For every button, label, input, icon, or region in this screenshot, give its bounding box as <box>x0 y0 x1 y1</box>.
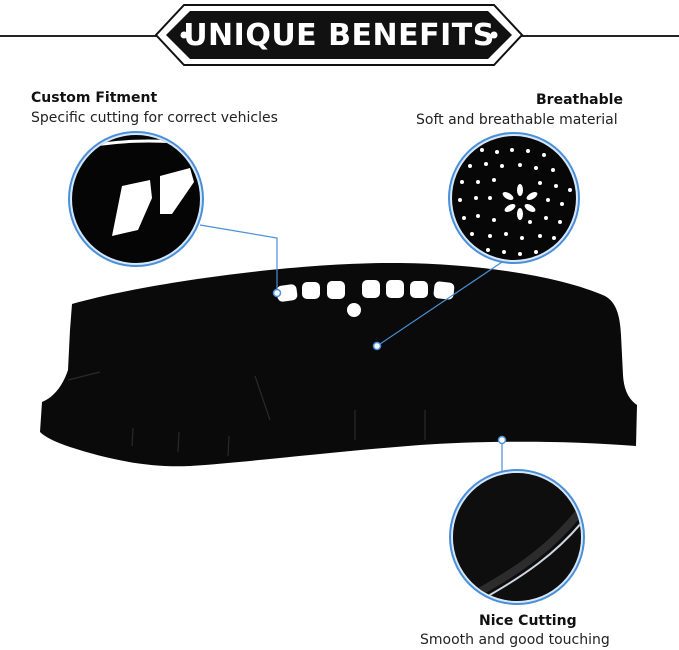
feature-desc-fitment: Specific cutting for correct vehicles <box>31 110 278 126</box>
feature-desc-breathable: Soft and breathable material <box>416 112 618 128</box>
cutout-sensor <box>347 303 361 317</box>
cutout-vent-3 <box>327 281 345 299</box>
banner-badge <box>154 4 524 66</box>
callout-dot-cutting <box>497 435 507 445</box>
cutout-vent-4 <box>362 280 380 298</box>
dashboard-mat <box>40 262 637 467</box>
leader-line-fitment <box>199 224 278 292</box>
feature-title-breathable: Breathable <box>536 92 623 108</box>
magnifier-fitment <box>68 131 204 267</box>
magnifier-cutting <box>449 469 585 605</box>
feature-title-fitment: Custom Fitment <box>31 90 158 106</box>
banner-dot-right-icon <box>490 31 498 39</box>
callout-dot-fitment <box>272 288 282 298</box>
banner-rule-left <box>0 35 160 37</box>
cutout-vent-5 <box>386 280 404 298</box>
feature-desc-cutting: Smooth and good touching <box>420 632 610 648</box>
cutout-vent-6 <box>410 281 428 298</box>
leader-line-breathable <box>376 249 521 347</box>
cutout-vent-7 <box>433 281 455 300</box>
banner-title: UNIQUE BENEFITS <box>183 17 495 53</box>
cutout-vent-1 <box>276 284 298 302</box>
cutout-vent-2 <box>302 282 320 299</box>
banner-dot-left-icon <box>180 31 188 39</box>
feature-title-cutting: Nice Cutting <box>479 613 577 629</box>
callout-dot-breathable <box>372 341 382 351</box>
banner-rule-right <box>518 35 679 37</box>
magnifier-breathable <box>448 132 580 264</box>
